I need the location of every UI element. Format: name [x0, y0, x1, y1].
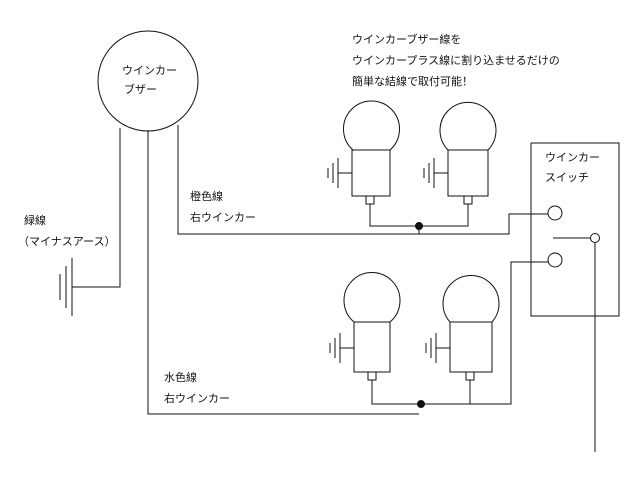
switch-label-line2: スイッチ — [545, 171, 589, 184]
bulb-lower-right — [425, 274, 500, 381]
upper-junction-dot — [415, 222, 423, 230]
bulb-upper-right — [423, 101, 497, 205]
switch-pivot — [590, 233, 600, 243]
orange-wire — [177, 125, 548, 235]
buzzer-label-line2: ブザー — [124, 83, 157, 96]
note-line2: ウインカープラス線に割り込ませるだけの — [352, 54, 560, 67]
ground-symbol-left — [59, 258, 73, 316]
green-wire-label-line1: 緑線 — [24, 214, 46, 227]
note-line3: 簡単な結線で取付可能！ — [352, 75, 473, 88]
blue-wire-label-line1: 水色線 — [164, 371, 197, 384]
green-wire-label-line2: （マイナスアース） — [18, 235, 116, 248]
blue-wire-label-line2: 右ウインカー — [164, 392, 230, 405]
bulb-lower-left — [329, 272, 401, 381]
blue-wire — [147, 130, 419, 415]
bulb-upper-left — [327, 100, 400, 205]
switch-contact-left-turn — [547, 252, 563, 268]
note-line1: ウインカーブザー線を — [352, 33, 462, 46]
buzzer-label-line1: ウインカー — [122, 64, 177, 77]
green-wire — [72, 128, 121, 288]
lower-junction-dot — [417, 400, 425, 408]
orange-wire-label-line2: 右ウインカー — [190, 211, 256, 224]
switch-label-line1: ウインカー — [545, 151, 600, 164]
switch-contact-right-turn — [547, 205, 563, 221]
switch-box — [530, 142, 620, 317]
orange-wire-label-line1: 橙色線 — [190, 190, 223, 203]
